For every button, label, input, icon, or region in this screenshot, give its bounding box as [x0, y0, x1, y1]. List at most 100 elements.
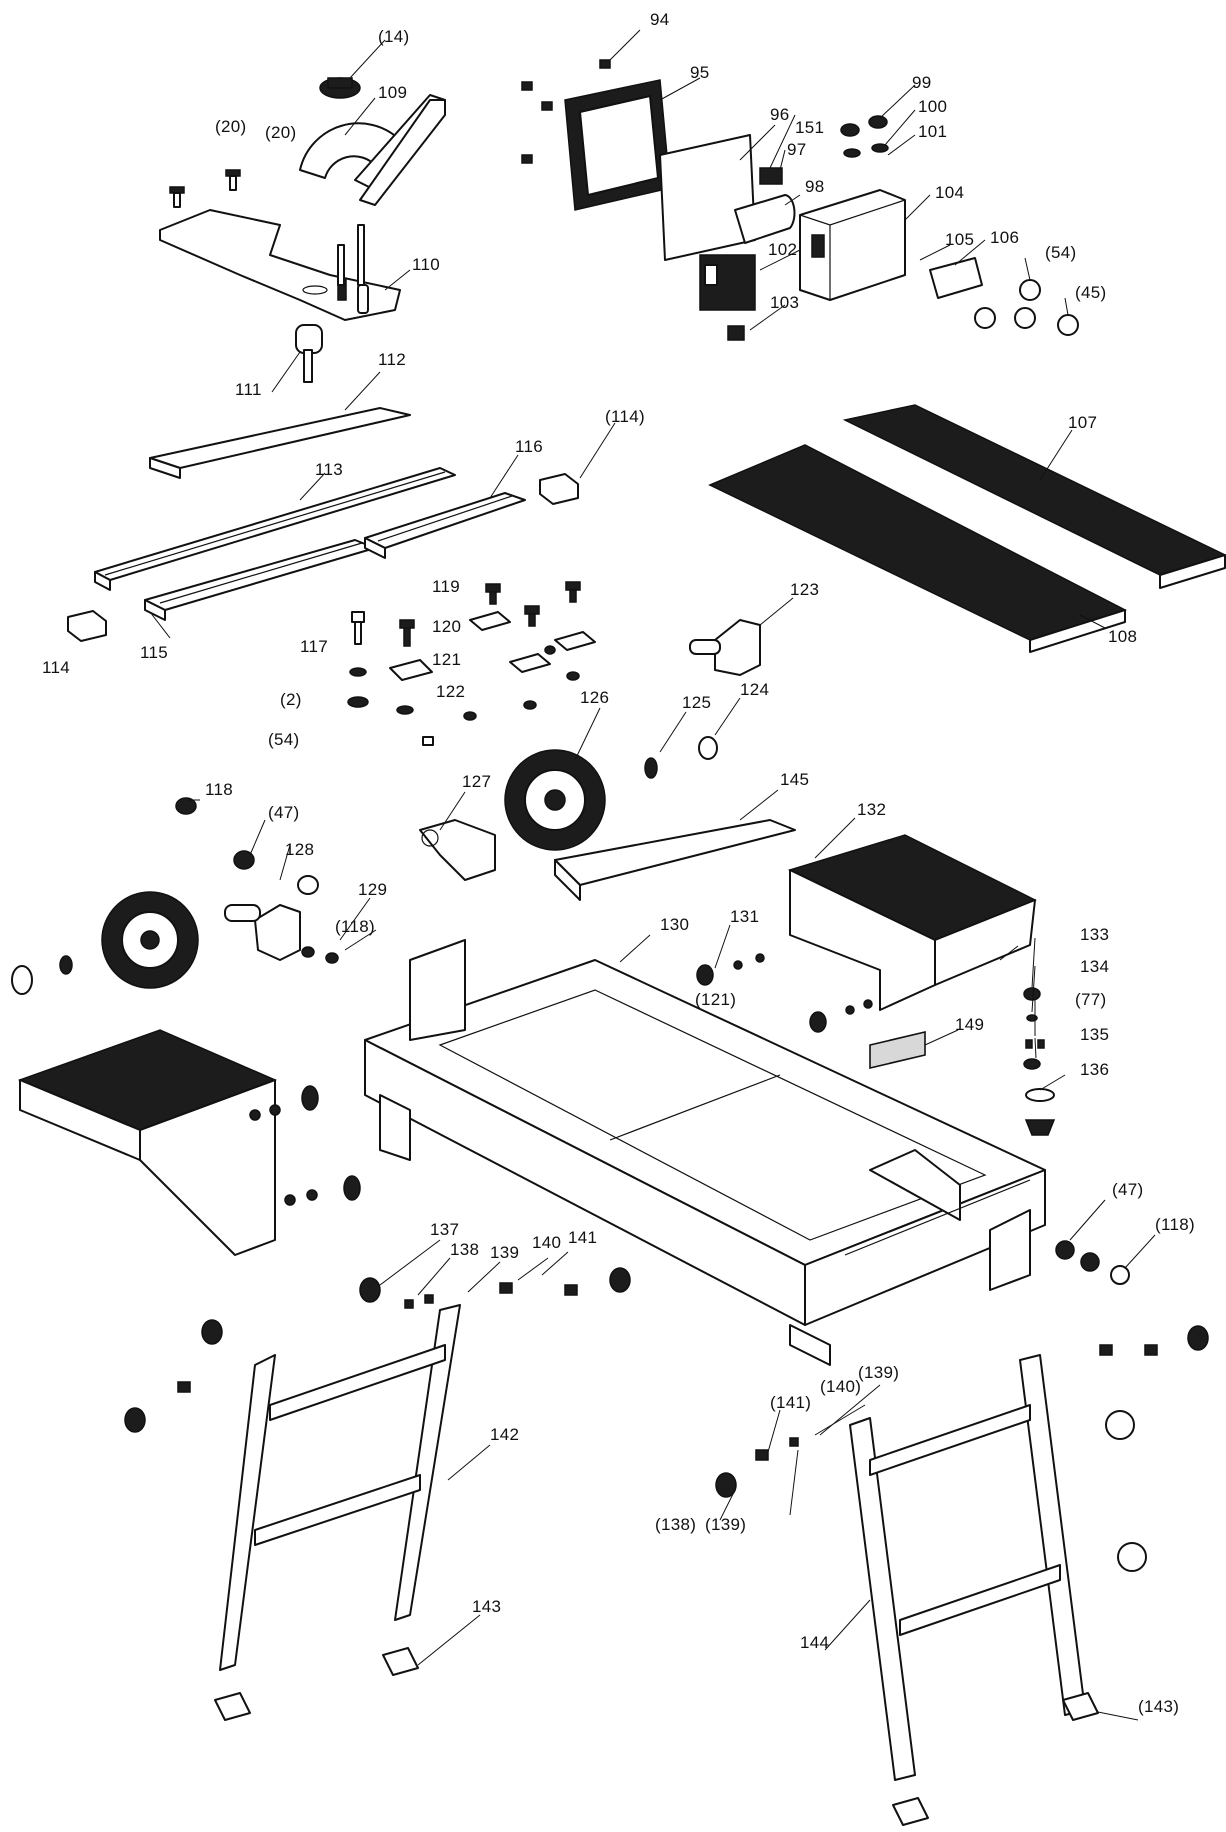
leg-bolts-right	[715, 1325, 1209, 1572]
label-20a: (20)	[215, 117, 246, 136]
bolt-119	[399, 619, 415, 647]
end-cap-114a	[539, 473, 579, 505]
label-113: 113	[315, 460, 343, 479]
switch-102	[699, 254, 756, 311]
label-142: 142	[490, 1425, 519, 1444]
label-143b: (143)	[1138, 1697, 1179, 1716]
foot-cap-143b	[1062, 1692, 1099, 1721]
label-54b: (54)	[268, 730, 299, 749]
label-109: 109	[378, 83, 407, 102]
label-145: 145	[780, 770, 809, 789]
label-20b: (20)	[265, 123, 296, 142]
plug-103	[727, 325, 745, 341]
end-cap-114b	[67, 610, 107, 642]
label-139a: 139	[490, 1243, 519, 1262]
label-140b: (140)	[820, 1377, 861, 1396]
label-115: 115	[140, 643, 168, 662]
label-95: 95	[690, 63, 710, 82]
label-112: 112	[378, 350, 406, 369]
wheel-left	[101, 891, 199, 989]
wheel-bracket-127	[419, 819, 496, 881]
label-118a: 118	[205, 780, 233, 799]
label-125: 125	[682, 693, 711, 712]
label-121b: (121)	[695, 990, 736, 1009]
label-104: 104	[935, 183, 964, 202]
label-136: 136	[1080, 1060, 1109, 1079]
label-144: 144	[800, 1633, 829, 1652]
capacitor-98	[734, 194, 796, 244]
table-board-107	[842, 404, 1226, 589]
label-151: 151	[795, 118, 824, 137]
label-54a: (54)	[1045, 243, 1076, 262]
nuts-99-100-101	[840, 115, 889, 158]
label-138b: (138)	[655, 1515, 696, 1534]
label-132: 132	[857, 800, 886, 819]
label-14: (14)	[378, 27, 409, 46]
plate-106	[929, 257, 983, 299]
washer-121	[396, 705, 414, 715]
label-94: 94	[650, 10, 670, 29]
leg-bolts-left	[124, 1267, 631, 1433]
label-119: 119	[432, 577, 460, 596]
rail-145	[554, 819, 796, 901]
water-tray-132	[787, 834, 1037, 1011]
switch-box-104	[799, 189, 906, 301]
label-2: (2)	[280, 690, 302, 709]
knob-131-washers	[696, 953, 873, 1033]
label-116: 116	[515, 437, 543, 456]
part-labels: 94 95 96 151 97 98 99 100 101 104 105 10…	[42, 10, 1195, 1716]
leader-lines	[149, 29, 1156, 1721]
label-143a: 143	[472, 1597, 501, 1616]
hopper-knobs-left	[249, 1085, 361, 1206]
label-96: 96	[770, 105, 790, 124]
axle-bracket-128	[224, 904, 301, 961]
switch-part-97	[759, 167, 783, 185]
miter-plate-110	[159, 209, 401, 321]
axle-bracket-123	[689, 619, 761, 676]
label-103: 103	[770, 293, 799, 312]
screws-94	[521, 59, 611, 164]
label-117: 117	[300, 637, 328, 656]
bolt-117	[351, 611, 365, 645]
table-board-108	[708, 444, 1127, 653]
label-122: 122	[436, 682, 465, 701]
foot-cap-143a	[382, 1647, 419, 1676]
washers-2-54	[347, 667, 369, 708]
label-102: 102	[768, 240, 797, 259]
label-134: 134	[1080, 957, 1109, 976]
label-47b: (47)	[1112, 1180, 1143, 1199]
label-105: 105	[945, 230, 974, 249]
plate-120	[389, 659, 433, 681]
label-45: (45)	[1075, 283, 1106, 302]
label-128: 128	[285, 840, 314, 859]
label-97: 97	[787, 140, 807, 159]
label-99: 99	[912, 73, 932, 92]
foot-cap-143d	[892, 1797, 929, 1826]
foot-cap-143c	[214, 1692, 251, 1721]
label-121a: 121	[432, 650, 461, 669]
label-118c: (118)	[1155, 1215, 1195, 1234]
label-135: 135	[1080, 1025, 1109, 1044]
drain-parts-133-136	[1023, 987, 1056, 1136]
label-108: 108	[1108, 627, 1137, 646]
label-98: 98	[805, 177, 825, 196]
switch-cover-96	[659, 134, 756, 261]
label-110: 110	[412, 255, 440, 274]
switch-frame-95	[564, 79, 671, 211]
label-114b: 114	[42, 658, 70, 677]
side-hopper-left	[17, 1029, 278, 1256]
label-141a: 141	[568, 1228, 597, 1247]
label-100: 100	[918, 97, 947, 116]
clamp-plates	[463, 581, 596, 721]
label-149: 149	[955, 1015, 984, 1034]
bolts-129-118	[301, 946, 339, 964]
lock-knob-111	[295, 324, 323, 383]
screw-122	[422, 736, 434, 746]
label-141b: (141)	[770, 1393, 811, 1412]
label-127: 127	[462, 772, 491, 791]
label-139c: (139)	[705, 1515, 746, 1534]
label-129: 129	[358, 880, 387, 899]
label-130: 130	[660, 915, 689, 934]
label-106: 106	[990, 228, 1019, 247]
